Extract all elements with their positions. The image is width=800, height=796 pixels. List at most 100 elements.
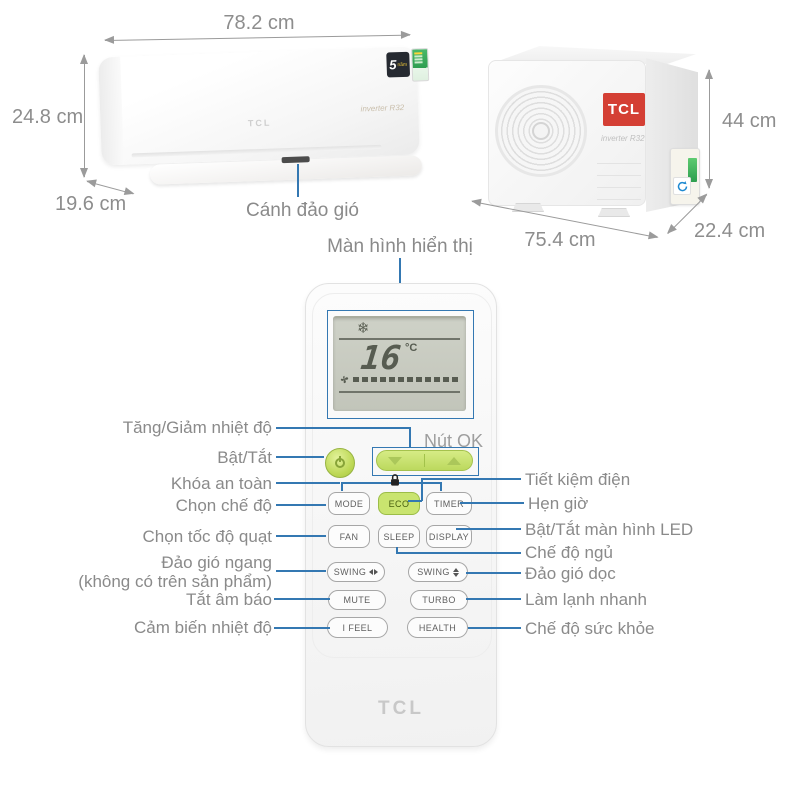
temp-down-icon <box>387 456 402 465</box>
indoor-model-text: inverter R32 <box>360 102 405 114</box>
fan-speed-bars <box>353 377 459 382</box>
swing-vertical-icon <box>452 567 459 577</box>
callout-line <box>408 500 422 502</box>
eco-button: ECO <box>378 492 420 515</box>
indoor-display-window <box>281 156 310 164</box>
callout-line <box>421 478 423 501</box>
indoor-height-dimension: 24.8 cm <box>12 106 84 128</box>
label-turbo: Làm lạnh nhanh <box>525 590 647 609</box>
indoor-height-arrow <box>80 54 89 178</box>
callout-line <box>274 598 330 600</box>
vent-slat <box>597 163 641 164</box>
label-lock: Khóa an toàn <box>170 474 272 493</box>
indoor-width-arrow <box>104 34 410 41</box>
swing-vertical-button: SWING <box>408 562 468 582</box>
label-swing-horizontal-note: (không có trên sản phẩm) <box>78 572 272 591</box>
temp-up-icon <box>447 456 462 465</box>
label-swing-horizontal: Đảo gió ngang <box>161 553 272 572</box>
mode-button: MODE <box>328 492 370 515</box>
callout-line <box>466 598 521 600</box>
indoor-width-dimension: 78.2 cm <box>223 12 295 34</box>
callout-line <box>274 627 330 629</box>
power-button <box>325 448 355 478</box>
label-temp-updown: Tăng/Giảm nhiệt độ <box>122 418 272 437</box>
vent-slat <box>597 199 641 200</box>
remote-lcd: ❄ 16 °C <box>333 316 466 411</box>
swing-horizontal-button: SWING <box>327 562 385 582</box>
callout-line <box>409 427 411 448</box>
display-button: DISPLAY <box>426 525 472 548</box>
label-fan: Chọn tốc độ quạt <box>142 527 272 546</box>
indoor-brand-logo: TCL <box>247 117 272 129</box>
indoor-air-outlet <box>131 144 382 158</box>
outdoor-height-dimension: 44 cm <box>722 110 777 132</box>
remote-screen-label: Màn hình hiển thị <box>327 236 473 257</box>
ok-divider <box>423 454 426 467</box>
label-mode: Chọn chế độ <box>175 496 272 515</box>
vent-slat <box>597 175 641 176</box>
callout-line <box>276 456 324 458</box>
outdoor-foot <box>598 208 630 217</box>
lock-icon <box>391 474 399 486</box>
indoor-unit-image: TCL inverter R32 5 năm <box>98 46 430 166</box>
callout-line <box>466 572 521 574</box>
callout-line <box>460 502 524 504</box>
callout-line <box>276 535 326 537</box>
mute-button: MUTE <box>328 590 386 610</box>
warranty-badge: 5 năm <box>386 51 411 78</box>
callout-line <box>456 528 521 530</box>
remote-brand-logo: TCL <box>378 698 424 719</box>
swing-horizontal-icon <box>369 569 379 575</box>
power-icon <box>335 456 345 468</box>
recycle-icon <box>673 177 691 195</box>
lock-bracket <box>341 482 441 484</box>
label-eco: Tiết kiệm điện <box>525 470 631 489</box>
lcd-unit: °C <box>405 342 418 354</box>
label-ifeel: Cảm biến nhiệt độ <box>134 618 272 637</box>
label-sleep: Chế độ ngủ <box>525 543 613 562</box>
flap-label: Cánh đảo gió <box>245 200 360 221</box>
callout-line <box>276 482 340 484</box>
vent-slat <box>597 187 641 188</box>
label-health: Chế độ sức khỏe <box>525 619 655 638</box>
indoor-unit-left-cap <box>98 56 124 166</box>
health-button: HEALTH <box>407 617 468 638</box>
fan-button: FAN <box>328 525 370 548</box>
callout-line <box>276 570 326 572</box>
lcd-divider <box>339 338 460 340</box>
flap-callout-line <box>297 164 299 197</box>
callout-line <box>468 627 521 629</box>
screen-callout-box <box>327 310 474 419</box>
label-mute: Tắt âm báo <box>186 590 272 609</box>
timer-button: TIMER <box>426 492 472 515</box>
label-display: Bật/Tắt màn hình LED <box>525 520 694 539</box>
label-swing-vertical: Đảo gió dọc <box>525 564 616 583</box>
valve-cover <box>670 148 700 205</box>
ok-button <box>376 450 473 471</box>
outdoor-width-dimension: 75.4 cm <box>524 229 596 251</box>
lock-bracket-tick <box>440 482 442 491</box>
callout-line <box>276 504 326 506</box>
outdoor-model-text: inverter R32 <box>601 134 645 143</box>
callout-line <box>276 427 410 429</box>
label-power: Bật/Tắt <box>217 448 272 467</box>
energy-label <box>411 48 430 82</box>
remote-inner-panel <box>312 293 492 658</box>
sleep-button: SLEEP <box>378 525 420 548</box>
callout-line <box>421 478 521 480</box>
fan-grille <box>495 85 587 177</box>
fan-hub <box>532 122 550 140</box>
fan-icon <box>340 375 349 384</box>
outdoor-depth-dimension: 22.4 cm <box>694 220 766 242</box>
outdoor-height-arrow <box>705 69 714 189</box>
snowflake-icon: ❄ <box>357 319 370 337</box>
refrigerant-label <box>688 158 697 182</box>
label-timer: Hẹn giờ <box>528 494 589 513</box>
lock-bracket-tick <box>341 482 343 491</box>
callout-line <box>396 552 521 554</box>
lcd-divider <box>339 391 460 393</box>
turbo-button: TURBO <box>410 590 468 610</box>
outdoor-brand-logo: TCL <box>603 93 645 126</box>
ifeel-button: I FEEL <box>327 617 388 638</box>
